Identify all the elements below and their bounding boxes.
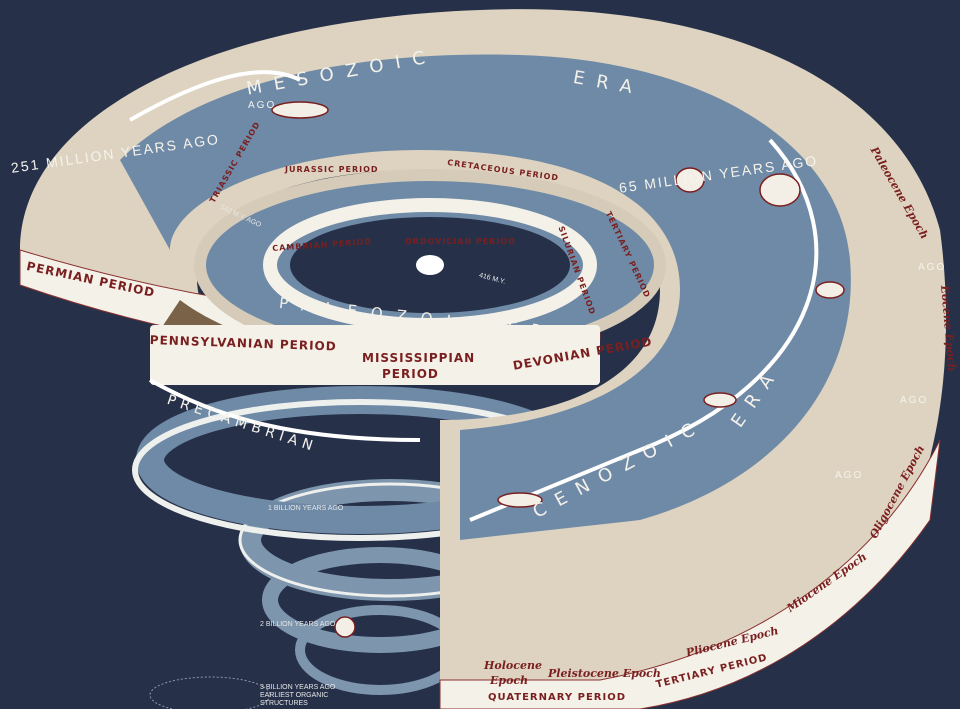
1-billion-years-label: 1 BILLION YEARS AGO [268, 505, 344, 512]
pleistocene-epoch-label: Pleistocene Epoch [548, 667, 661, 680]
ago-marker: AGO [918, 262, 947, 273]
front-band [439, 439, 941, 709]
ago-marker: AGO [900, 395, 929, 406]
jurassic-period-label: JURASSIC PERIOD [285, 165, 379, 174]
ago-marker: AGO [248, 100, 277, 111]
earliest-organic-label: EARLIEST ORGANIC [260, 692, 329, 699]
3-billion-years-label: 3 BILLION YEARS AGO [260, 684, 336, 691]
2-billion-years-label: 2 BILLION YEARS AGO [260, 621, 336, 628]
mississippian-period-suffix: PERIOD [382, 367, 439, 381]
quaternary-period-label: QUATERNARY PERIOD [488, 692, 626, 703]
fossil-illustrations [271, 101, 845, 638]
holocene-epoch-suffix: Epoch [490, 674, 529, 687]
ordovician-period-label: ORDOVICIAN PERIOD [405, 237, 516, 246]
structures-label: STRUCTURES [260, 700, 308, 707]
ago-marker: AGO [835, 470, 864, 481]
timeline-arrow [469, 138, 819, 522]
outer-ring-sea [120, 54, 851, 540]
timeline-arrow [129, 70, 301, 122]
holocene-epoch-label: Holocene [484, 659, 542, 672]
timeline-arrow [149, 378, 421, 442]
mississippian-period-label: MISSISSIPPIAN [362, 351, 476, 365]
paleozoic-band [150, 325, 600, 385]
